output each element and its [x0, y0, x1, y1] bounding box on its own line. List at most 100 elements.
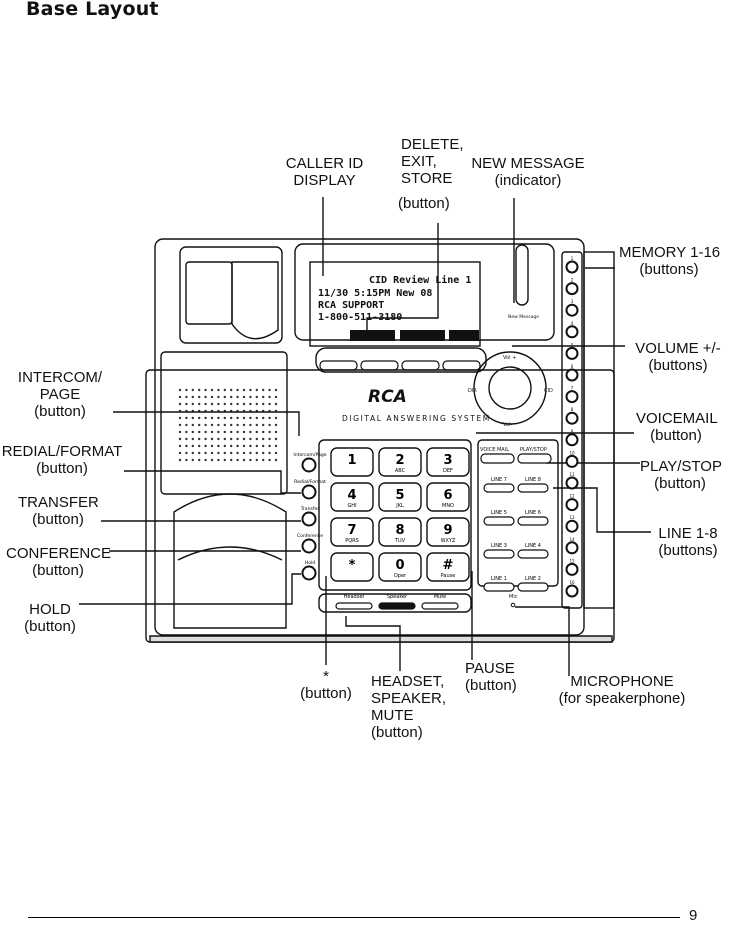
memory-button[interactable] [565, 346, 579, 360]
grill-dot [230, 430, 233, 434]
callout-headset: HEADSET, SPEAKER, MUTE (button) [371, 673, 447, 741]
grill-dot [198, 416, 201, 420]
line-button[interactable] [517, 483, 549, 493]
line-button[interactable] [517, 516, 549, 526]
soft-key[interactable] [401, 360, 440, 371]
left-function-button[interactable] [301, 457, 317, 473]
line-button[interactable] [483, 549, 515, 559]
grill-dot [217, 458, 220, 462]
left-key-label: Hold [305, 560, 316, 566]
keypad-digit: 4 [347, 488, 356, 503]
grill-dot [268, 416, 271, 420]
memory-button[interactable] [565, 260, 579, 274]
grill-dot [204, 430, 207, 434]
keypad-key[interactable] [330, 447, 374, 477]
memory-number: 11 [569, 472, 575, 477]
grill-dot [178, 444, 182, 448]
handset-cradle [179, 246, 283, 344]
left-function-button[interactable] [301, 565, 317, 581]
memory-button[interactable] [565, 454, 579, 468]
memory-button[interactable] [565, 303, 579, 317]
memory-button[interactable] [565, 584, 579, 598]
grill-dot [230, 395, 233, 399]
keypad-key[interactable] [426, 552, 470, 582]
keypad-digit: 7 [347, 523, 356, 538]
keypad-digit: 0 [395, 558, 404, 573]
keypad-digit: 1 [347, 453, 356, 468]
grill-dot [210, 437, 214, 441]
left-function-button[interactable] [301, 538, 317, 554]
grill-dot [262, 444, 265, 448]
memory-panel [583, 251, 615, 609]
memory-button[interactable] [565, 282, 579, 296]
memory-button[interactable] [565, 541, 579, 555]
lcd-screen [309, 261, 481, 347]
bottom-key[interactable] [378, 602, 416, 610]
memory-button[interactable] [565, 368, 579, 382]
grill-dot [230, 444, 233, 448]
memory-button[interactable] [565, 519, 579, 533]
keypad-letters: JKL [395, 503, 404, 509]
grill-dot [242, 430, 246, 434]
memory-button[interactable] [565, 433, 579, 447]
footer-rule [28, 917, 680, 918]
soft-key[interactable] [360, 360, 399, 371]
grill-dot [210, 395, 214, 399]
grill-dot [255, 458, 258, 462]
page-title: Base Layout [26, 0, 159, 20]
memory-button[interactable] [565, 476, 579, 490]
left-function-button[interactable] [301, 511, 317, 527]
line-button[interactable] [483, 483, 515, 493]
grill-dot [236, 458, 239, 462]
keypad-key[interactable] [330, 552, 374, 582]
line-button[interactable] [483, 516, 515, 526]
keypad-key[interactable] [330, 517, 374, 547]
grill-dot [191, 458, 194, 462]
keypad-key[interactable] [378, 517, 422, 547]
left-function-button[interactable] [301, 484, 317, 500]
grill-dot [262, 437, 265, 441]
keypad-key[interactable] [378, 447, 422, 477]
soft-key[interactable] [319, 360, 358, 371]
soft-key[interactable] [442, 360, 481, 371]
grill-dot [223, 437, 226, 441]
keypad-key[interactable] [426, 482, 470, 512]
play-stop-button[interactable] [517, 453, 552, 464]
line-button[interactable] [483, 582, 515, 592]
grill-dot [242, 395, 246, 399]
grill-dot [191, 451, 194, 455]
memory-button[interactable] [565, 498, 579, 512]
keypad-key[interactable] [378, 482, 422, 512]
grill-dot [178, 430, 182, 434]
grill-dot [198, 395, 201, 399]
memory-number: 7 [571, 386, 574, 391]
grill-dot [268, 437, 271, 441]
keypad-key[interactable] [378, 552, 422, 582]
bottom-key[interactable] [335, 602, 373, 610]
line-button[interactable] [517, 549, 549, 559]
line-key-label: LINE 4 [525, 543, 541, 549]
memory-button[interactable] [565, 411, 579, 425]
grill-dot [274, 388, 278, 392]
grill-dot [268, 451, 271, 455]
line-button[interactable] [517, 582, 549, 592]
bottom-key[interactable] [421, 602, 459, 610]
keypad-key[interactable] [426, 447, 470, 477]
grill-dot [204, 388, 207, 392]
voice-mail-button[interactable] [480, 453, 515, 464]
dir-label: DIR [468, 388, 477, 394]
grill-dot [178, 451, 182, 455]
memory-button[interactable] [565, 325, 579, 339]
memory-button[interactable] [565, 562, 579, 576]
line-key-label: LINE 8 [525, 477, 541, 483]
grill-dot [178, 416, 182, 420]
keypad-key[interactable] [330, 482, 374, 512]
grill-dot [230, 402, 233, 406]
grill-dot [274, 402, 278, 406]
line-key-label: LINE 3 [491, 543, 507, 549]
grill-dot [210, 458, 214, 462]
memory-button[interactable] [565, 390, 579, 404]
grill-dot [198, 451, 201, 455]
keypad-key[interactable] [426, 517, 470, 547]
